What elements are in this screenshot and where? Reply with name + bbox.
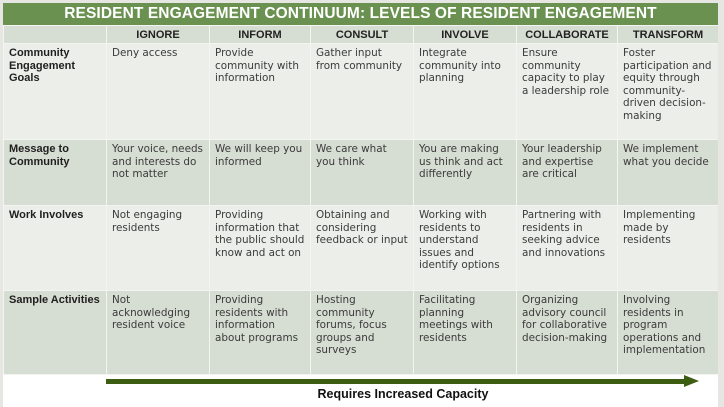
column-header-inform: INFORM bbox=[209, 25, 311, 44]
arrow-label: Requires Increased Capacity bbox=[317, 387, 489, 401]
table-cell: Partnering with residents in seeking adv… bbox=[516, 205, 618, 291]
table-row: Community Engagement Goals Deny access P… bbox=[3, 43, 719, 140]
table-cell: Your leadership and expertise are critic… bbox=[516, 139, 618, 206]
table-cell: You are making us think and act differen… bbox=[413, 139, 517, 206]
table-cell: Foster participation and equity through … bbox=[617, 43, 719, 140]
row-header-activities: Sample Activities bbox=[3, 290, 107, 375]
column-header-ignore: IGNORE bbox=[106, 25, 210, 44]
slide-edge bbox=[718, 0, 724, 407]
table-row: Work Involves Not engaging residents Pro… bbox=[3, 205, 719, 291]
table-cell: Hosting community forums, focus groups a… bbox=[310, 290, 414, 375]
column-header-involve: INVOLVE bbox=[413, 25, 517, 44]
table-cell: Providing information that the public sh… bbox=[209, 205, 311, 291]
table-cell: Ensure community capacity to play a lead… bbox=[516, 43, 618, 140]
table-cell: Not engaging residents bbox=[106, 205, 210, 291]
row-header-goals: Community Engagement Goals bbox=[3, 43, 107, 140]
table-cell: Gather input from community bbox=[310, 43, 414, 140]
table-cell: Implementing made by residents bbox=[617, 205, 719, 291]
table-cell: Provide community with information bbox=[209, 43, 311, 140]
table-row: Message to Community Your voice, needs a… bbox=[3, 139, 719, 206]
table-cell: We implement what you decide bbox=[617, 139, 719, 206]
table-cell: Involving residents in program operation… bbox=[617, 290, 719, 375]
table-cell: Organizing advisory council for collabor… bbox=[516, 290, 618, 375]
arrow-shaft bbox=[106, 379, 686, 384]
table-cell: Integrate community into planning bbox=[413, 43, 517, 140]
table-cell: We care what you think bbox=[310, 139, 414, 206]
arrow-head bbox=[684, 375, 699, 387]
slide: RESIDENT ENGAGEMENT CONTINUUM: LEVELS OF… bbox=[3, 3, 719, 407]
table-cell: Not acknowledging resident voice bbox=[106, 290, 210, 375]
table-cell: Obtaining and considering feedback or in… bbox=[310, 205, 414, 291]
table-cell: Facilitating planning meetings with resi… bbox=[413, 290, 517, 375]
row-header-work: Work Involves bbox=[3, 205, 107, 291]
table-row: Sample Activities Not acknowledging resi… bbox=[3, 290, 719, 375]
column-header-collaborate: COLLABORATE bbox=[516, 25, 618, 44]
table-cell: Deny access bbox=[106, 43, 210, 140]
table-cell: Working with residents to understand iss… bbox=[413, 205, 517, 291]
page-title: RESIDENT ENGAGEMENT CONTINUUM: LEVELS OF… bbox=[3, 3, 718, 25]
column-header-row: IGNORE INFORM CONSULT INVOLVE COLLABORAT… bbox=[3, 25, 719, 44]
engagement-table: IGNORE INFORM CONSULT INVOLVE COLLABORAT… bbox=[3, 25, 719, 375]
right-arrow-icon bbox=[106, 375, 700, 388]
table-cell: We will keep you informed bbox=[209, 139, 311, 206]
row-header-message: Message to Community bbox=[3, 139, 107, 206]
column-header-consult: CONSULT bbox=[310, 25, 414, 44]
column-header-transform: TRANSFORM bbox=[617, 25, 719, 44]
table-cell: Your voice, needs and interests do not m… bbox=[106, 139, 210, 206]
column-header-blank bbox=[3, 25, 107, 44]
table-cell: Providing residents with information abo… bbox=[209, 290, 311, 375]
